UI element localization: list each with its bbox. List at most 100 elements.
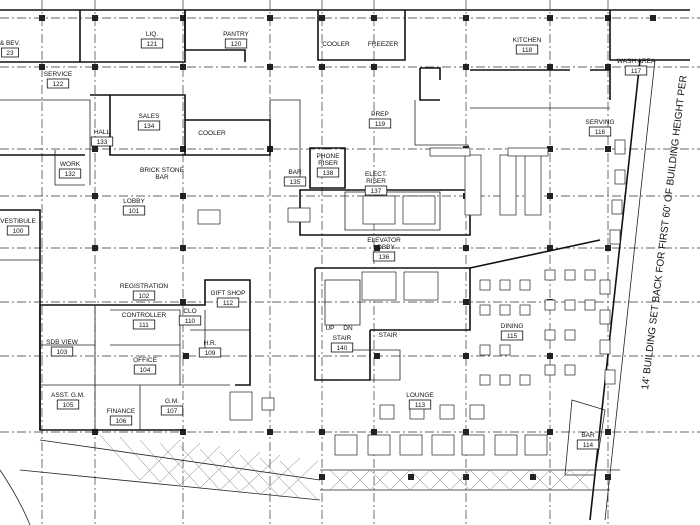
- room-number-box: [576, 439, 600, 450]
- room-name: OFFICE: [133, 357, 157, 364]
- room-number: 103: [57, 349, 68, 356]
- room-number-box: [515, 44, 539, 55]
- room-number-box: [588, 126, 612, 137]
- room-label: SALES 134: [137, 113, 161, 131]
- stair-label: STAIR: [379, 332, 398, 339]
- room-label: COOLER: [322, 41, 350, 48]
- room-name: SDB VIEW: [46, 339, 79, 346]
- room-number: 122: [53, 81, 64, 88]
- stair-up-label: UP: [325, 325, 334, 332]
- room-number-box: [372, 251, 396, 262]
- room-number: 138: [323, 170, 334, 177]
- room-number: 109: [205, 350, 216, 357]
- room-name: VESTIBULE: [0, 218, 36, 225]
- room-name: LOUNGE: [406, 392, 434, 399]
- room-name: WORK: [60, 161, 81, 168]
- room-name: CLO: [183, 308, 196, 315]
- room-number-box: [6, 225, 30, 236]
- room-number-box: [140, 38, 164, 49]
- setback-note: 14' BUILDING SET BACK FOR FIRST 60' OF B…: [640, 75, 690, 391]
- room-number-box: [316, 167, 340, 178]
- room-number: 115: [507, 333, 518, 340]
- room-name: GIFT SHOP: [211, 290, 246, 297]
- room-label: H.R.109: [198, 340, 222, 358]
- room-name: HALL: [94, 129, 111, 136]
- room-name: CONTROLLER: [122, 312, 167, 319]
- room-name: LIQ.: [146, 31, 158, 38]
- room-number: 113: [415, 402, 426, 409]
- dining-tables: [429, 139, 626, 386]
- room-number: 121: [147, 41, 158, 48]
- room-name: RISER: [366, 178, 386, 185]
- room-name: ASST. G.M.: [51, 392, 85, 399]
- room-number: 132: [65, 171, 76, 178]
- room-number-box: [46, 78, 70, 89]
- room-number-box: [178, 315, 202, 326]
- room-number-box: [109, 415, 133, 426]
- room-label: HALL 133: [90, 129, 114, 147]
- room-name: ELEVATOR: [367, 237, 401, 244]
- room-name: & BEV.: [0, 40, 20, 47]
- room-number: 106: [116, 418, 127, 425]
- room-number: 119: [375, 121, 386, 128]
- room-name: BRICK STONE: [140, 167, 185, 174]
- room-number: 105: [63, 402, 74, 409]
- room-number: 101: [129, 208, 140, 215]
- room-number-box: [224, 38, 248, 49]
- room-label: OFFICE 104: [133, 357, 158, 375]
- room-number-box: [133, 364, 157, 375]
- room-number: 136: [379, 254, 390, 261]
- room-name: FINANCE: [107, 408, 136, 415]
- room-label: FREEZER: [368, 41, 399, 48]
- room-name: WASH AREA: [617, 58, 656, 65]
- room-number-box: [58, 168, 82, 179]
- room-name: FREEZER: [368, 41, 399, 48]
- room-number: 134: [144, 123, 155, 130]
- room-number-box: [137, 120, 161, 131]
- room-number: 120: [231, 41, 242, 48]
- room-number: 117: [631, 68, 642, 75]
- room-name: ELECT.: [365, 171, 387, 178]
- room-label: DINING 115: [500, 323, 524, 341]
- room-label: G.M.107: [160, 398, 184, 416]
- room-number-box: [90, 136, 114, 147]
- room-number-box: [132, 290, 156, 301]
- room-number-box: [283, 176, 307, 187]
- room-number-box: [56, 399, 80, 410]
- room-number-box: [122, 205, 146, 216]
- lounge-furniture: [197, 207, 548, 456]
- room-name: SALES: [139, 113, 161, 120]
- room-name: LOBBY: [373, 244, 395, 251]
- stair-markers: UP DN STAIR: [325, 325, 397, 339]
- room-label: COOLER: [198, 130, 226, 137]
- room-number-box: [500, 330, 524, 341]
- room-number: 137: [371, 188, 382, 195]
- room-name: DINING: [501, 323, 524, 330]
- room-number: 133: [97, 139, 108, 146]
- room-label: ASST. G.M. 105: [51, 392, 85, 410]
- room-label: & BEV.23: [0, 40, 20, 58]
- room-name: BAR: [155, 174, 169, 181]
- room-number-box: [132, 319, 156, 330]
- room-number: 104: [140, 367, 151, 374]
- room-label: LIQ. 121: [140, 31, 164, 49]
- room-number: 111: [139, 322, 149, 329]
- structural-columns: [39, 15, 656, 480]
- room-label: WORK 132: [58, 161, 82, 179]
- room-name: COOLER: [322, 41, 350, 48]
- stair-dn-label: DN: [343, 325, 353, 332]
- room-number-box: [408, 399, 432, 410]
- room-name: PHONE: [316, 153, 340, 160]
